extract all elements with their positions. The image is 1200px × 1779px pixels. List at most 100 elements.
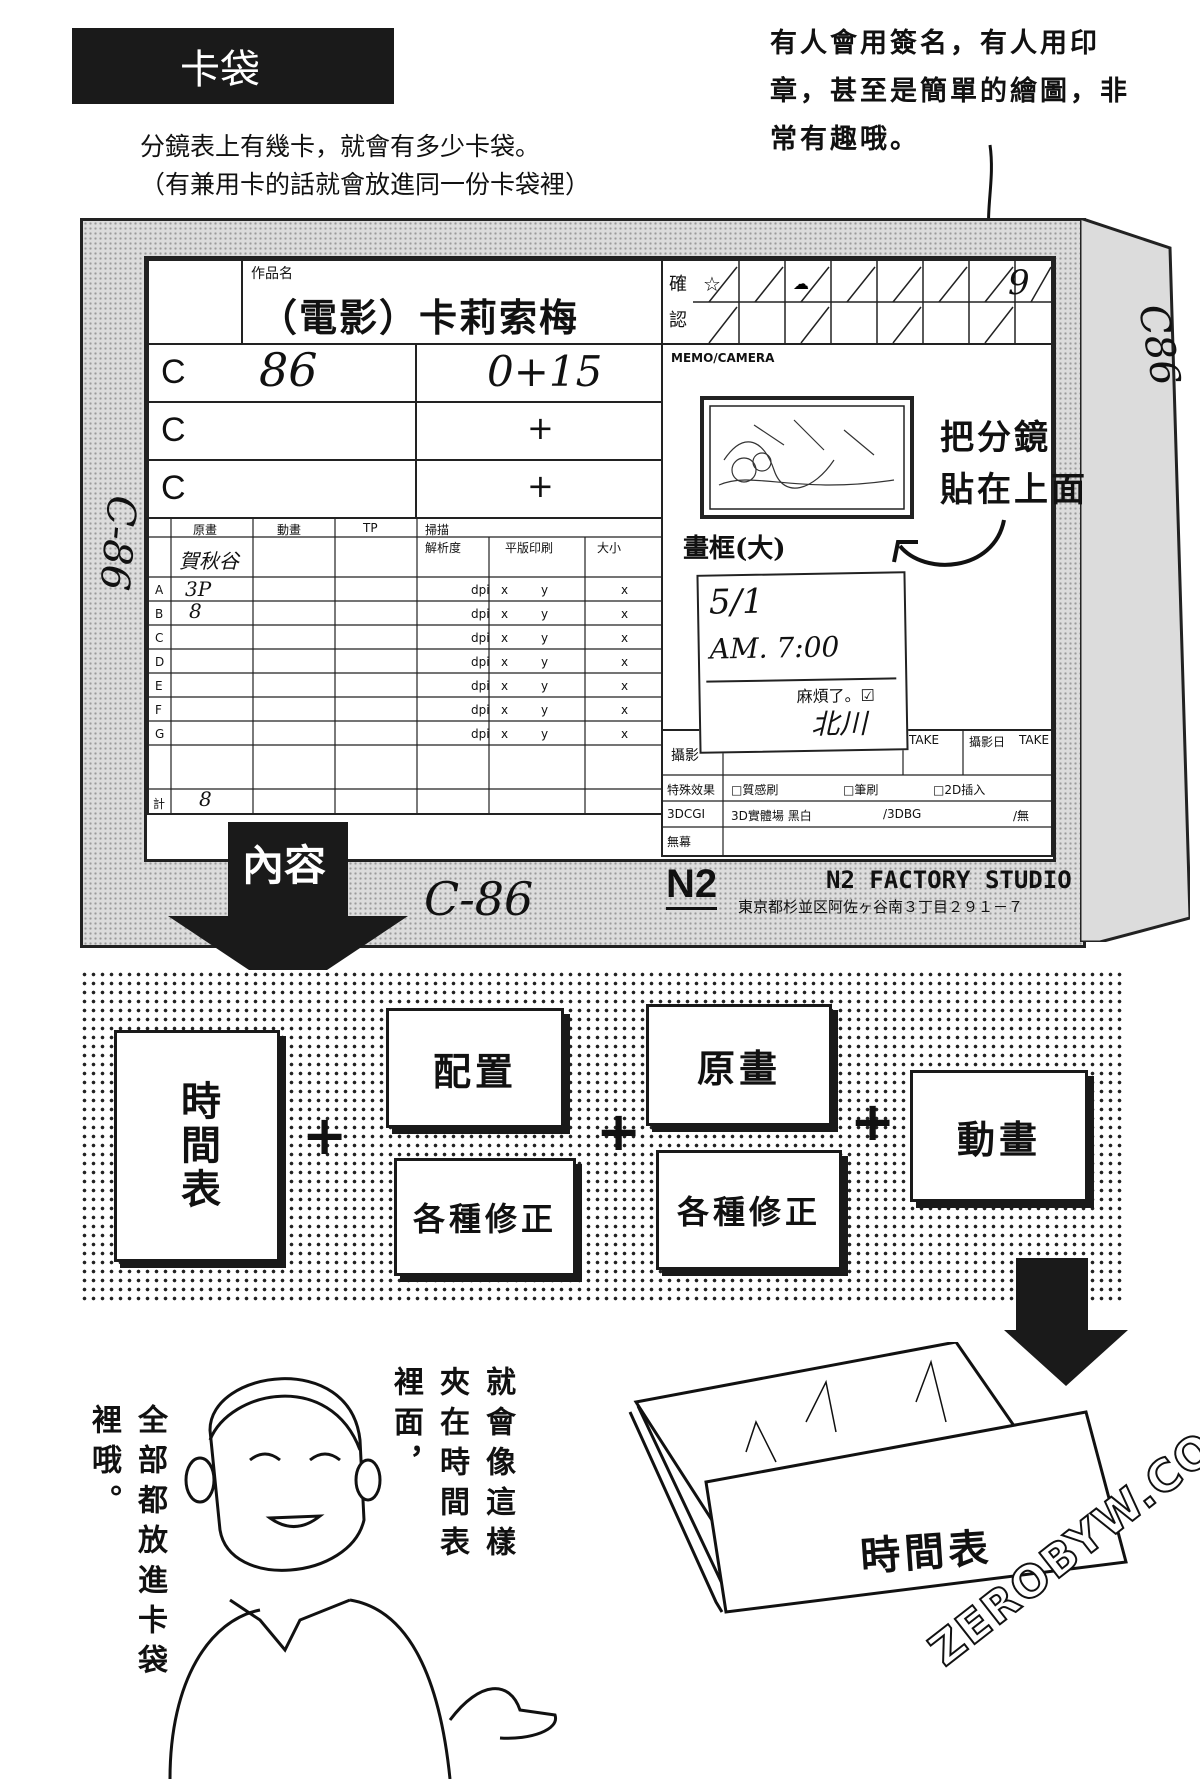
layout-fix-card: 各種修正 [394,1158,576,1276]
size-x: x [621,583,629,597]
cut-time-2: + [415,401,663,461]
staff-table: 原畫 動畫 TP 掃描 解析度 平版印刷 大小 賀秋谷 A B C D E F … [147,517,663,815]
dpi-label: dpi [471,727,490,741]
dpi-label: dpi [471,631,490,645]
row-letter: G [155,727,165,741]
signature-mark: 9 [1008,263,1030,303]
size-x: x [621,703,629,717]
x-label: x [501,655,509,669]
key-anim-fix-card: 各種修正 [656,1150,842,1270]
row-letter: D [155,655,165,669]
camera-row-label: 攝影 [671,748,699,764]
dpi-label: dpi [471,703,490,717]
x-label: x [501,583,509,597]
bg-note: /3DBG [883,807,922,821]
work-title: （電影）卡莉索梅 [259,295,580,340]
cut-letter: C [161,353,186,391]
cut-time-3: + [415,459,663,519]
memo-label: MEMO/CAMERA [671,351,775,365]
inbetween-label: 動畫 [956,1116,1041,1162]
cgi-note: 3D實體場 黑白 [731,809,812,823]
x-label: x [501,631,509,645]
total-value: 8 [199,787,212,811]
studio-logo: N2 [666,862,718,910]
size-x: x [621,727,629,741]
dpi-label: dpi [471,655,490,669]
studio-name: N2 FACTORY STUDIO [826,866,1072,894]
size-x: x [621,631,629,645]
row-letter: E [155,679,163,693]
col-size: 大小 [597,541,622,555]
intro-line-2: （有兼用卡的話就會放進同一份卡袋裡） [140,170,591,199]
shoot-date-label: 攝影日 [969,735,1006,749]
studio-address: 東京都杉並区阿佐ヶ谷南３丁目２９１－７ [738,898,1024,916]
cut-time: + [527,467,554,505]
character-illustration [168,1377,557,1779]
key-anim-signature: 賀秋谷 [179,549,239,573]
paste-note-line-2: 貼在上面 [940,470,1088,510]
down-arrow-head [1004,1330,1128,1386]
dpi-label: dpi [471,679,490,693]
timesheet-card: 時間表 [114,1030,280,1262]
row-letter: A [155,583,164,597]
cut-time: + [527,409,554,447]
fix-label: 各種修正 [676,1193,821,1231]
curved-arrow-icon [892,519,1006,567]
title-caption: 作品名 [251,266,293,282]
cut-row-1: C 86 [147,343,417,403]
y-label: y [541,631,549,645]
y-label: y [541,607,549,621]
check-texture[interactable]: □質感刷 [731,783,779,797]
plus-sign: + [302,1104,348,1167]
contents-arrow-label: 內容 [241,841,326,890]
x-label: x [501,679,509,693]
subtitle-row-label: 無幕 [667,835,692,849]
side-code: C-86 [90,493,145,593]
intro-text: 分鏡表上有幾卡，就會有多少卡袋。 （有兼用卡的話就會放進同一份卡袋裡） [140,128,590,204]
check-brush[interactable]: □筆刷 [843,783,879,797]
title-corner [147,259,243,345]
inbetween-card: 動畫 [910,1070,1088,1202]
speech-all-inside: 全部都放進卡袋裡哦。 [86,1404,167,1684]
storyboard-thumbnail [700,396,914,519]
dpi-label: dpi [471,583,490,597]
cgi-row-label: 3DCGI [667,807,706,821]
svg-text:☁: ☁ [793,274,809,293]
cut-letter: C [161,469,186,507]
cut-time: 0+15 [487,347,603,396]
cut-row-2: C [147,401,417,461]
intro-line-1: 分鏡表上有幾卡，就會有多少卡袋。 [140,132,541,161]
down-arrow-stem [1016,1258,1088,1338]
col-resolution: 解析度 [425,541,462,555]
row-letter: F [155,703,162,717]
plus-sign: + [596,1100,642,1163]
frame-size-label: 畫框(大) [683,534,786,564]
check-2d-insert[interactable]: □2D插入 [933,783,986,797]
sticky-name: 北川 [810,706,868,741]
paste-note-line-1: 把分鏡 [940,418,1051,458]
plus-sign: + [850,1090,896,1153]
y-label: y [541,583,549,597]
cut-number: 86 [259,343,318,397]
total-label: 計 [153,797,166,811]
size-x: x [621,607,629,621]
x-label: x [501,607,509,621]
fix-label: 各種修正 [412,1200,557,1238]
dpi-label: dpi [471,607,490,621]
x-label: x [501,727,509,741]
sticky-time: AM. 7:00 [709,630,840,666]
none-label: /無 [1013,809,1030,823]
y-label: y [541,655,549,669]
stamp-grid: ☆ ☁ [693,261,1053,343]
cut-row-3: C [147,459,417,519]
col-inbetween: 動畫 [277,523,302,537]
col-offset: 平版印刷 [505,541,554,555]
signature-note: 有人會用簽名，有人用印章，甚至是簡單的繪圖，非常有趣哦。 [770,28,1130,155]
layout-label: 配置 [432,1048,517,1094]
key-anim-label: 原畫 [696,1045,781,1091]
size-x: x [621,655,629,669]
effects-row-label: 特殊效果 [667,783,716,797]
sticky-note: 5/1 AM. 7:00 麻煩了。☑ 北川 [696,571,909,754]
take-label: TAKE [909,733,940,747]
row-letter: B [155,607,164,621]
